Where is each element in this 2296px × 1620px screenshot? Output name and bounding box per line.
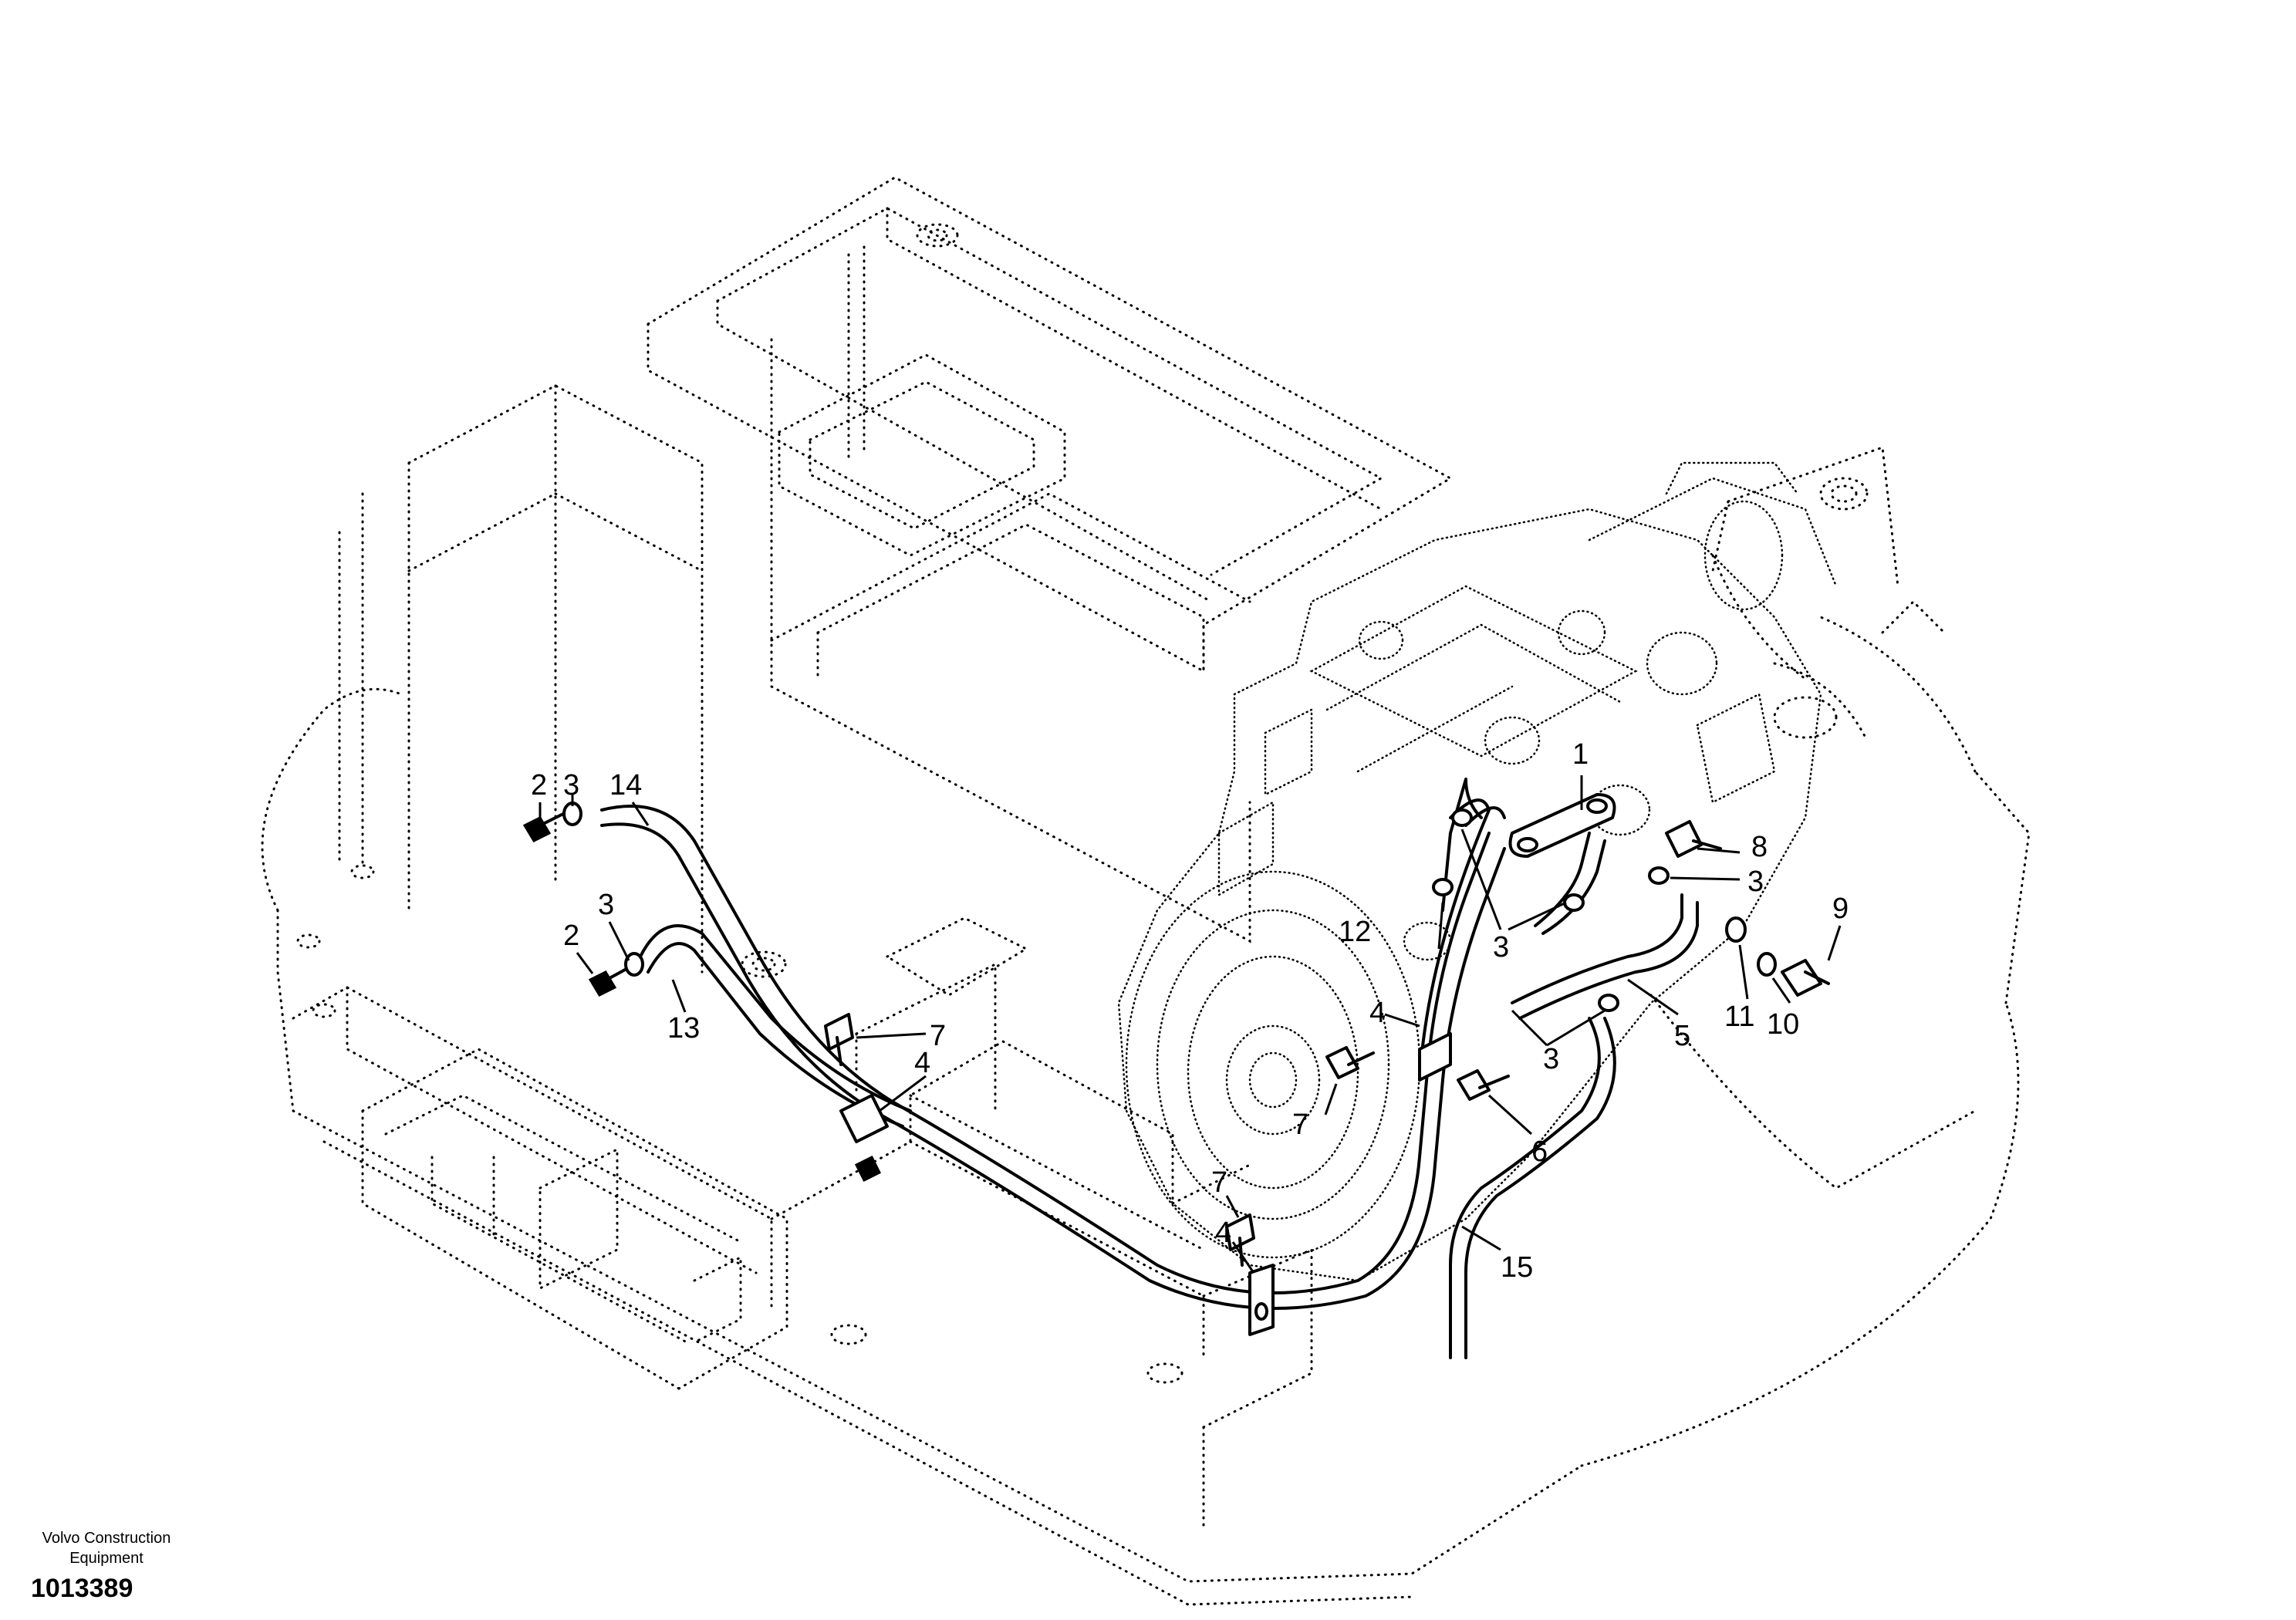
callout-2: 2 (531, 769, 547, 802)
pipe-1 (1441, 778, 1616, 912)
leader-lines (539, 775, 1842, 1274)
bolt-2-upper (522, 812, 565, 842)
drawing-number: 1013389 (31, 1574, 133, 1603)
callout-5: 5 (1674, 1020, 1690, 1052)
callout-6: 6 (1531, 1136, 1548, 1168)
callout-9: 9 (1832, 893, 1849, 925)
bolt-9 (1781, 959, 1830, 997)
callout-4: 4 (914, 1047, 930, 1079)
callout-3: 3 (598, 889, 614, 921)
company-name-line2: Equipment (69, 1550, 144, 1567)
left-column-outline (338, 384, 704, 974)
callout-3: 3 (563, 769, 579, 802)
callout-3: 3 (1543, 1043, 1559, 1075)
bolt-2-lower (588, 967, 628, 997)
callout-3: 3 (1493, 931, 1509, 964)
callout-4: 4 (1215, 1217, 1231, 1249)
washer-3-upper (562, 802, 582, 826)
bolt-7-left (824, 1013, 854, 1066)
callout-1: 1 (1572, 738, 1589, 771)
bolt-6 (1457, 1069, 1510, 1101)
clamp-4-middle (1418, 1032, 1452, 1082)
upper-frame-outline (647, 176, 1454, 943)
callout-12: 12 (1339, 916, 1371, 948)
company-name: Volvo Construction (42, 1530, 171, 1547)
clamp-4-left (839, 1094, 889, 1183)
bolt-8 (1665, 820, 1722, 858)
clamp-4-bottom (1248, 1264, 1275, 1336)
washer-3-engine (1432, 808, 1670, 1012)
washer-11 (1725, 916, 1747, 943)
callout-7: 7 (1292, 1109, 1308, 1141)
counterweight-outline (296, 864, 1183, 1390)
callout-labels: 1 2 2 3 3 3 3 3 4 4 4 5 6 7 7 7 8 9 10 1… (531, 738, 1849, 1284)
callout-8: 8 (1751, 831, 1768, 863)
bolt-7-bottom (1225, 1213, 1255, 1267)
bolt-7-middle (1325, 1046, 1375, 1079)
callout-7: 7 (930, 1020, 946, 1052)
callout-11: 11 (1724, 1001, 1754, 1033)
callout-13: 13 (667, 1012, 700, 1045)
callout-15: 15 (1501, 1251, 1533, 1284)
hose-5 (1511, 832, 1699, 1020)
hose-15 (1449, 1017, 1616, 1359)
callout-2: 2 (563, 920, 579, 952)
callout-3: 3 (1747, 866, 1764, 898)
callout-10: 10 (1767, 1008, 1799, 1041)
washer-10 (1757, 952, 1777, 977)
hose-14 (600, 805, 1506, 1310)
fan-bracket-outline (1711, 445, 1946, 742)
washer-3-lower (624, 952, 644, 977)
callout-14: 14 (609, 769, 642, 802)
callout-7: 7 (1211, 1166, 1227, 1199)
base-plate-outline (261, 616, 2031, 1606)
callout-4: 4 (1369, 997, 1386, 1029)
